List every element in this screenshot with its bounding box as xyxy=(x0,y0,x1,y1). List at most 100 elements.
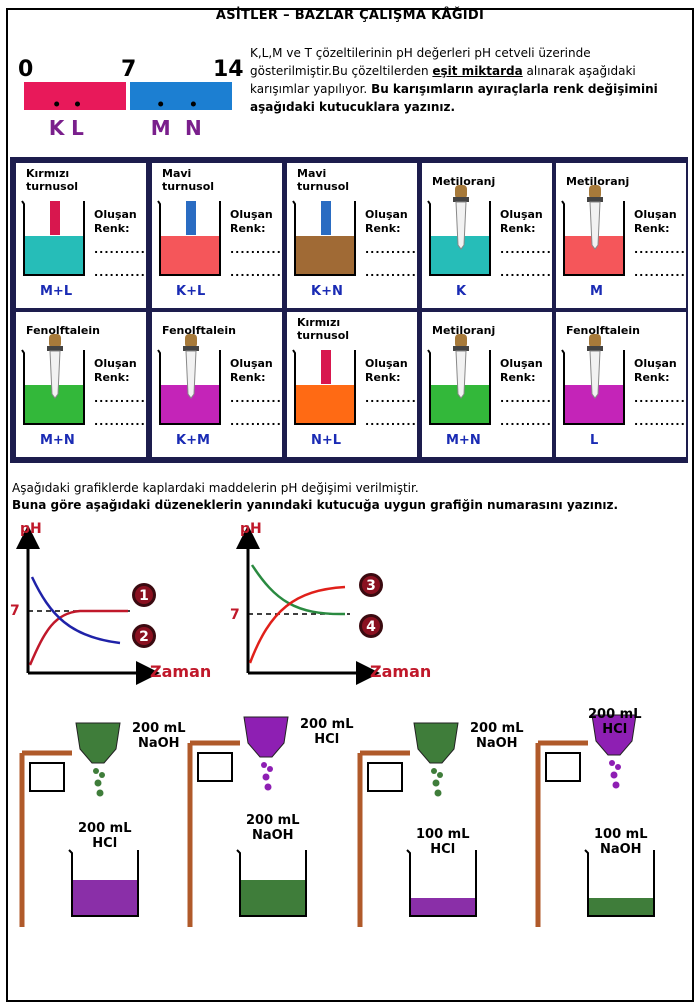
answer-blank[interactable]: ........... xyxy=(94,243,146,256)
beaker-volume: 100 mL xyxy=(594,827,648,842)
graph-question: Aşağıdaki grafiklerde kaplardaki maddele… xyxy=(12,480,618,514)
result-label-line2: Renk: xyxy=(634,371,670,384)
indicator-name-line1: Kırmızı xyxy=(297,316,341,329)
mixture-label: N+L xyxy=(311,433,342,448)
result-label-line2: Renk: xyxy=(230,371,266,384)
graph-number-1: 1 xyxy=(139,588,149,604)
indicator-name: Fenolftalein xyxy=(566,324,640,337)
beaker-volume: 100 mL xyxy=(416,827,470,842)
funnel-icon xyxy=(413,722,459,764)
funnel-icon xyxy=(243,716,289,758)
answer-blank[interactable]: ........... xyxy=(365,243,417,256)
indicator-name: Metiloranj xyxy=(566,175,629,188)
worksheet-title: ASİTLER – BAZLAR ÇALIŞMA KÂĞIDI xyxy=(215,8,485,23)
graph-number-3: 3 xyxy=(366,578,376,594)
ph-mid-label: 7 xyxy=(121,57,136,82)
indicator-name-line1: Kırmızı xyxy=(26,167,70,180)
result-label-line1: Oluşan xyxy=(365,357,408,370)
answer-box[interactable] xyxy=(29,762,65,792)
funnel-volume: 200 mL xyxy=(132,721,186,736)
graph2-seven: 7 xyxy=(230,607,240,623)
indicator-name-line1: Metiloranj xyxy=(432,324,496,337)
result-label-line1: Oluşan xyxy=(230,208,273,221)
answer-blank[interactable]: ........... xyxy=(634,243,686,256)
beaker-liquid xyxy=(160,236,220,275)
answer-blank[interactable]: ........... xyxy=(230,392,282,405)
graph1-curve-blue xyxy=(30,576,121,645)
mixture-label: K+M xyxy=(176,433,210,448)
graph2-ylabel: pH xyxy=(240,521,262,537)
ph-point-marker xyxy=(158,101,164,107)
answer-blank[interactable]: ........... xyxy=(230,266,282,279)
beaker-outline xyxy=(21,349,85,425)
beaker-outline xyxy=(561,349,625,425)
mixture-label: M+L xyxy=(40,284,73,299)
answer-blank[interactable]: ........... xyxy=(94,415,146,428)
funnel-substance: HCl xyxy=(602,722,628,737)
beaker-outline xyxy=(21,200,85,276)
answer-box[interactable] xyxy=(367,762,403,792)
result-label-line2: Renk: xyxy=(634,222,670,235)
answer-blank[interactable]: ........... xyxy=(365,266,417,279)
funnel-volume: 200 mL xyxy=(588,707,642,722)
result-label-line2: Renk: xyxy=(230,222,266,235)
answer-blank[interactable]: ........... xyxy=(634,392,686,405)
ph-graphs: pH Zaman 7 1 2 pH Zaman 7 3 4 xyxy=(10,521,431,685)
indicator-name-line1: Fenolftalein xyxy=(162,324,236,337)
litmus-strip xyxy=(186,201,196,235)
worksheet-border xyxy=(6,8,694,1002)
ph-point-marker xyxy=(190,101,196,107)
answer-blank[interactable]: ........... xyxy=(230,415,282,428)
dropper-icon xyxy=(587,185,603,250)
beaker-volume: 200 mL xyxy=(246,813,300,828)
answer-blank[interactable]: ........... xyxy=(365,392,417,405)
answer-blank[interactable]: ........... xyxy=(500,392,552,405)
answer-blank[interactable]: ........... xyxy=(365,415,417,428)
answer-blank[interactable]: ........... xyxy=(94,392,146,405)
result-label-line2: Renk: xyxy=(365,222,401,235)
answer-box[interactable] xyxy=(545,752,581,782)
indicator-name-line2: turnusol xyxy=(297,180,350,193)
answer-blank[interactable]: ........... xyxy=(634,415,686,428)
graph1-xlabel: Zaman xyxy=(150,662,211,681)
ph-acid-bar xyxy=(24,82,126,110)
ph-point-label: M xyxy=(151,116,171,140)
funnel-substance: NaOH xyxy=(475,736,518,751)
graph1-seven: 7 xyxy=(10,603,20,619)
answer-blank[interactable]: ........... xyxy=(500,243,552,256)
result-label-line1: Oluşan xyxy=(500,357,543,370)
answer-blank[interactable]: ........... xyxy=(500,415,552,428)
indicator-name-line1: Mavi xyxy=(162,167,192,180)
funnel-volume: 200 mL xyxy=(300,717,354,732)
indicator-name-line1: Mavi xyxy=(297,167,327,180)
mixture-label: M xyxy=(590,284,603,299)
titration-setup xyxy=(357,722,477,927)
litmus-strip xyxy=(50,201,60,235)
indicator-name: Metiloranj xyxy=(432,324,495,337)
graph1-ylabel: pH xyxy=(20,521,42,537)
beaker-liquid xyxy=(410,898,476,916)
answer-blank[interactable]: ........... xyxy=(634,266,686,279)
answer-blank[interactable]: ........... xyxy=(94,266,146,279)
answer-blank[interactable]: ........... xyxy=(230,243,282,256)
answer-box[interactable] xyxy=(197,752,233,782)
result-label-line1: Oluşan xyxy=(230,357,273,370)
indicator-name-line2: turnusol xyxy=(297,329,350,342)
answer-blank[interactable]: ........... xyxy=(500,266,552,279)
beaker-volume: 200 mL xyxy=(78,821,132,836)
beaker-liquid xyxy=(72,880,138,916)
beaker-substance: HCl xyxy=(430,842,456,857)
beaker-substance: HCl xyxy=(92,836,118,851)
beaker-liquid xyxy=(24,236,84,275)
graph1-curve-red xyxy=(28,609,128,666)
result-label-line2: Renk: xyxy=(365,371,401,384)
